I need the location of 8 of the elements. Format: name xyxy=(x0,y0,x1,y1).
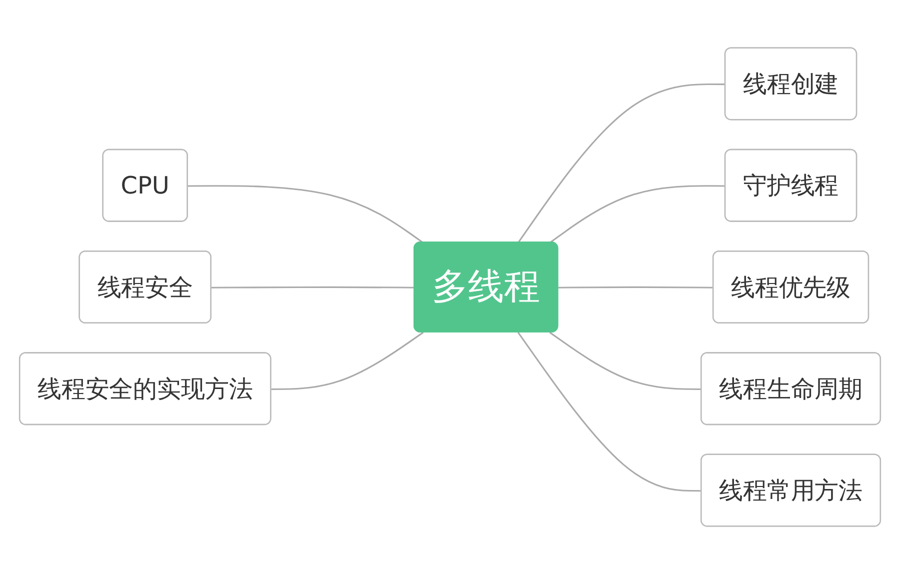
connector xyxy=(548,332,702,390)
connector xyxy=(516,332,702,492)
connector xyxy=(210,286,414,288)
connector xyxy=(558,286,714,288)
connector xyxy=(270,332,424,390)
connector xyxy=(548,185,726,244)
connector xyxy=(516,83,726,244)
connector xyxy=(187,185,424,244)
